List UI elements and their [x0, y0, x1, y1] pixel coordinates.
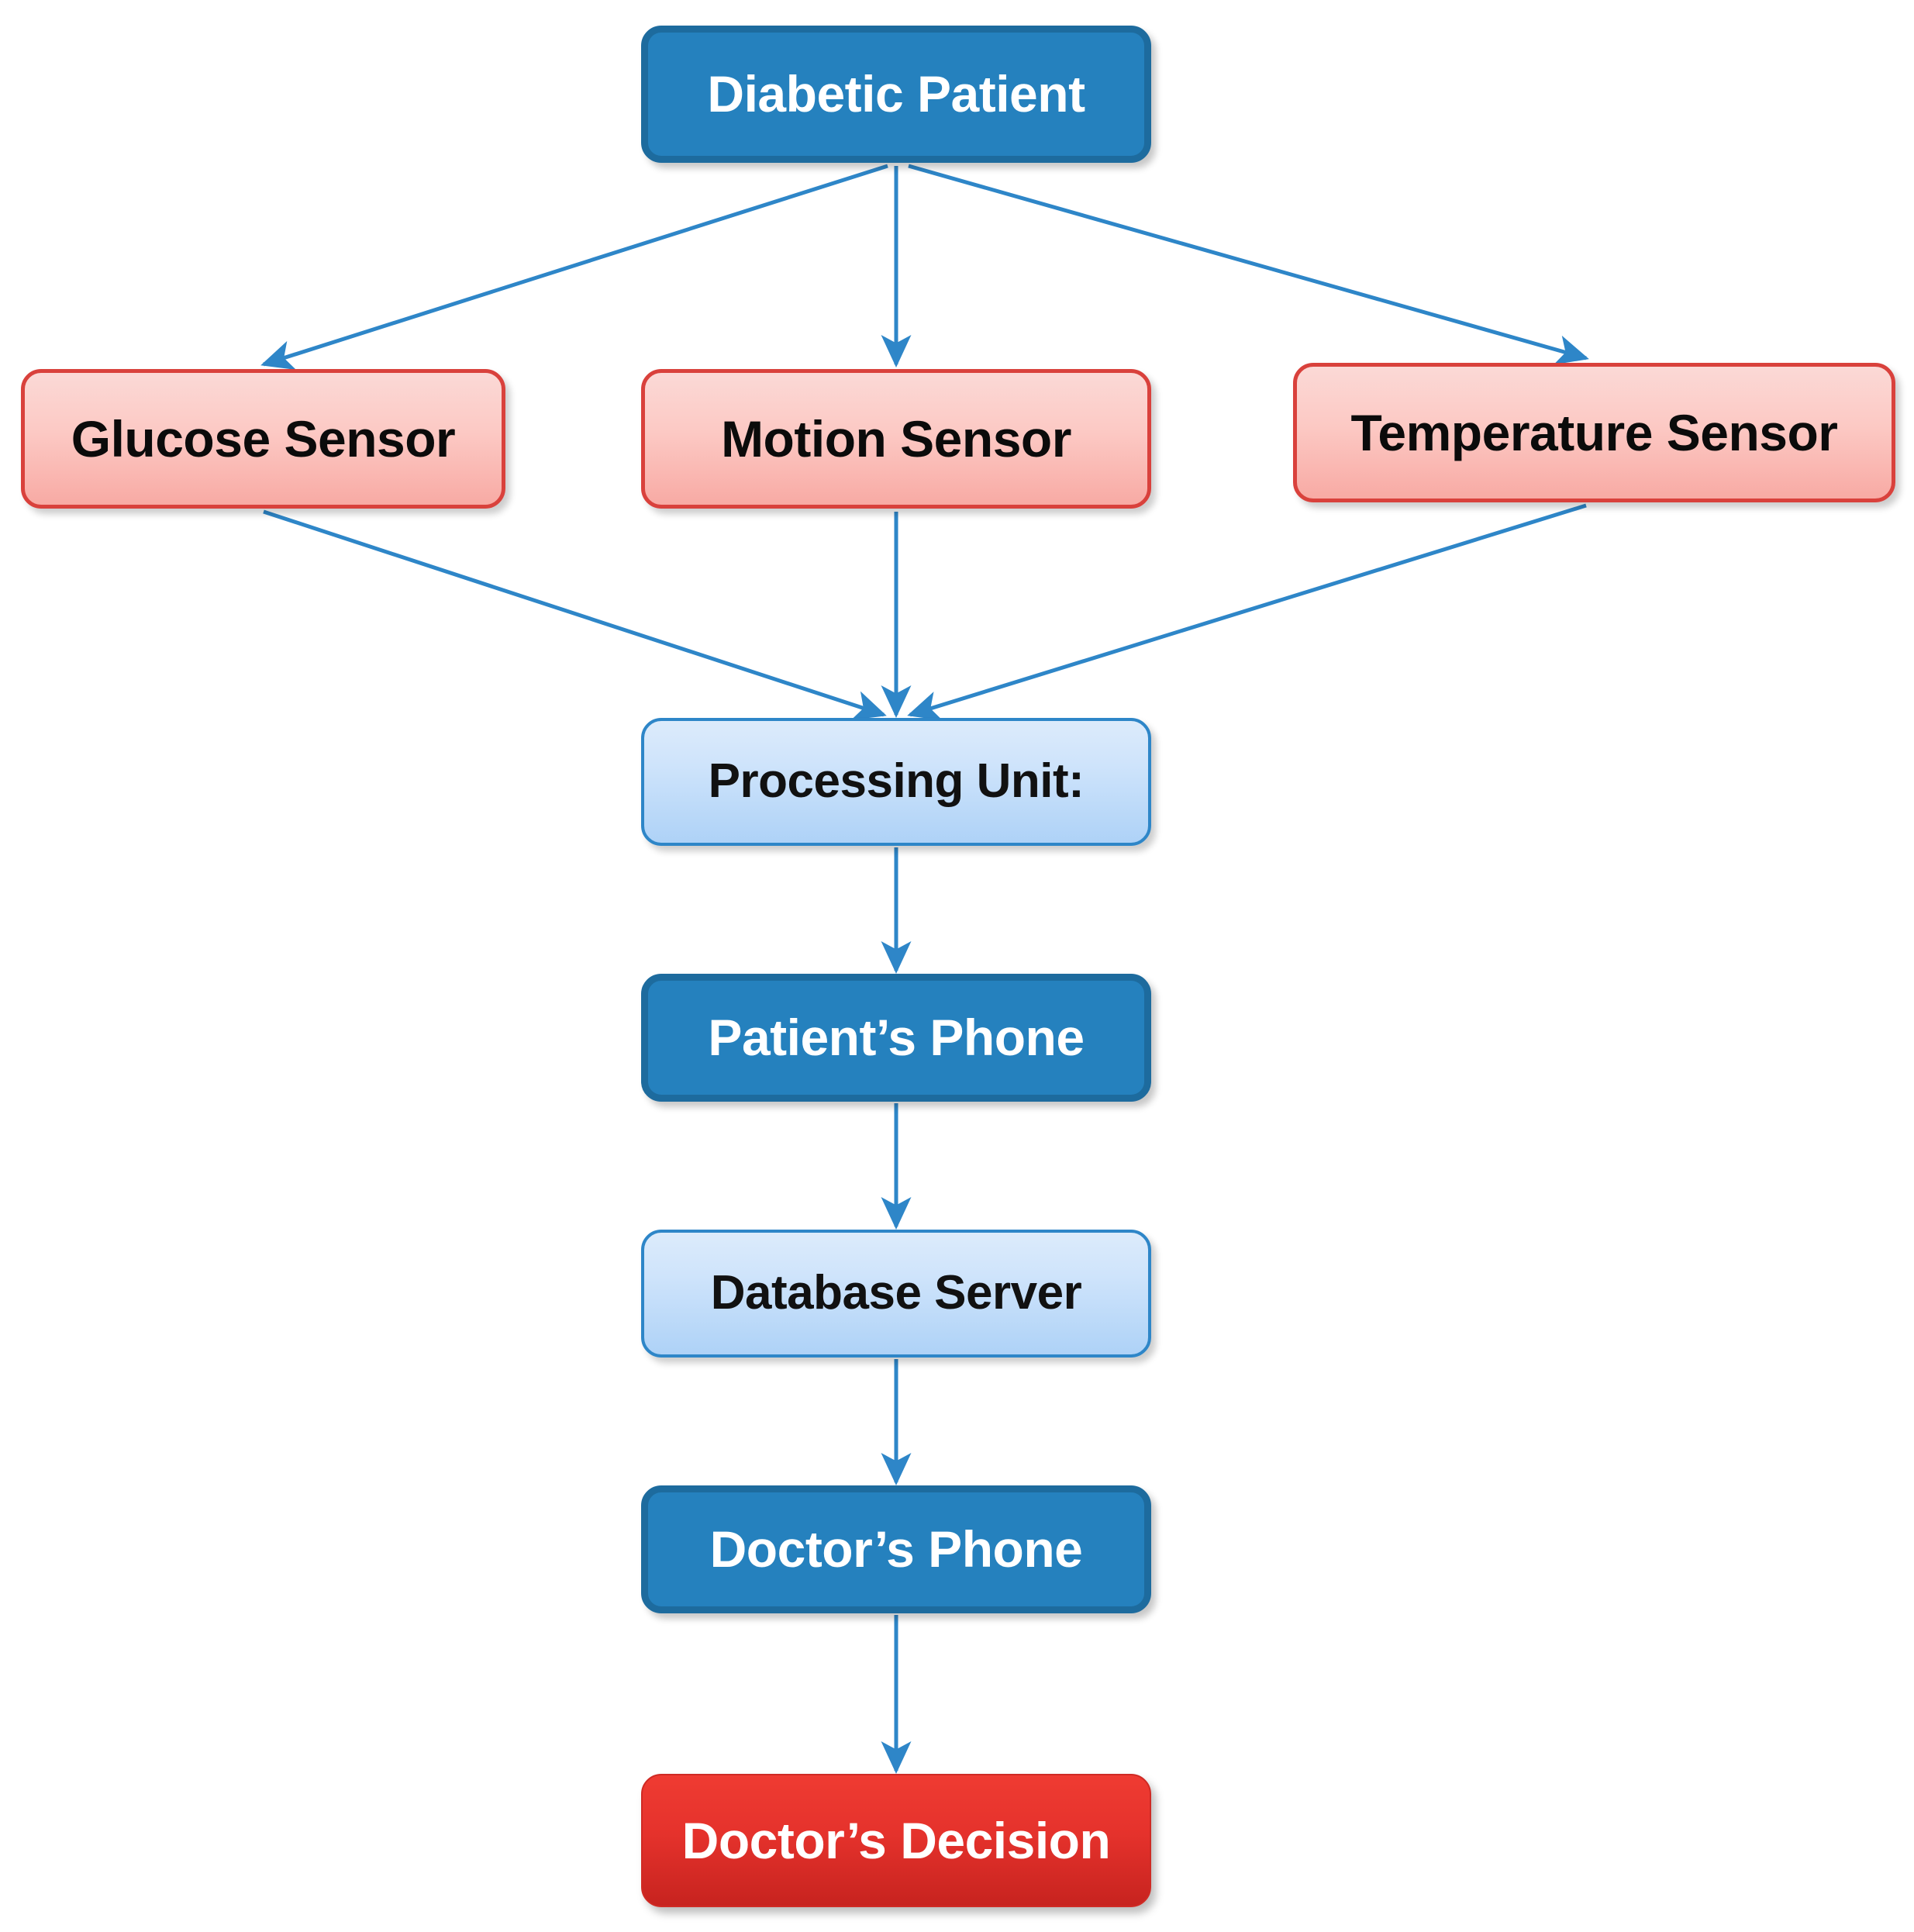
node-label-temperature-sensor: Temperature Sensor — [1350, 403, 1839, 461]
node-label-doctors-decision: Doctor’s Decision — [681, 1811, 1111, 1869]
node-label-doctors-phone: Doctor’s Phone — [709, 1520, 1083, 1578]
node-doctors-decision[interactable]: Doctor’s Decision — [641, 1774, 1151, 1907]
node-label-patients-phone: Patient’s Phone — [708, 1009, 1085, 1067]
node-label-processing-unit: Processing Unit: — [708, 754, 1085, 809]
node-motion-sensor[interactable]: Motion Sensor — [641, 369, 1151, 509]
node-label-database-server: Database Server — [710, 1266, 1082, 1320]
node-label-glucose-sensor: Glucose Sensor — [71, 409, 456, 467]
node-processing-unit[interactable]: Processing Unit: — [641, 718, 1151, 846]
node-patients-phone[interactable]: Patient’s Phone — [641, 974, 1151, 1102]
edge-patient-temperature — [908, 164, 1589, 365]
edge-patient-glucose — [260, 164, 888, 371]
node-temperature-sensor[interactable]: Temperature Sensor — [1293, 363, 1895, 502]
node-doctors-phone[interactable]: Doctor’s Phone — [641, 1485, 1151, 1613]
node-glucose-sensor[interactable]: Glucose Sensor — [21, 369, 505, 509]
node-diabetic-patient[interactable]: Diabetic Patient — [641, 26, 1151, 163]
edge-glucose-processing — [263, 509, 887, 720]
node-label-diabetic-patient: Diabetic Patient — [707, 65, 1085, 123]
node-database-server[interactable]: Database Server — [641, 1230, 1151, 1358]
edge-temperature-processing — [907, 503, 1587, 721]
node-label-motion-sensor: Motion Sensor — [721, 409, 1071, 467]
